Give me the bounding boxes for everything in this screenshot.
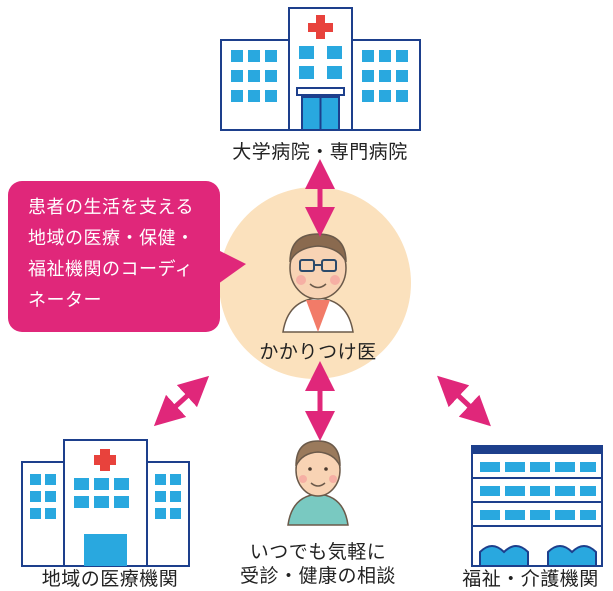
welfare-building-icon (471, 445, 603, 567)
patient-avatar-icon (287, 440, 349, 526)
coordinator-callout: 患者の生活を支える 地域の医療・保健・ 福祉機関のコーディ ネーター (8, 181, 220, 332)
callout-tail (218, 250, 246, 284)
family-doctor-label: かかりつけ医 (259, 341, 377, 363)
university-hospital-building-icon (220, 7, 421, 131)
local-medical-label: 地域の医療機関 (41, 568, 179, 590)
callout-line-2: 地域の医療・保健・ (28, 228, 195, 249)
welfare-label: 福祉・介護機関 (462, 568, 599, 590)
arrow-doctor-welfare (437, 375, 491, 427)
callout-line-3: 福祉機関のコーディ (28, 259, 194, 280)
patient-label-line-1: いつでも気軽に (249, 541, 387, 563)
university-hospital-label: 大学病院・専門病院 (232, 141, 408, 163)
callout-line-4: ネーター (28, 290, 102, 311)
arrow-doctor-local-medical (153, 375, 210, 427)
family-doctor-avatar-icon (282, 233, 354, 333)
patient-label-line-2: 受診・健康の相談 (239, 565, 396, 587)
local-medical-building-icon (21, 439, 190, 567)
callout-line-1: 患者の生活を支える (28, 197, 194, 218)
